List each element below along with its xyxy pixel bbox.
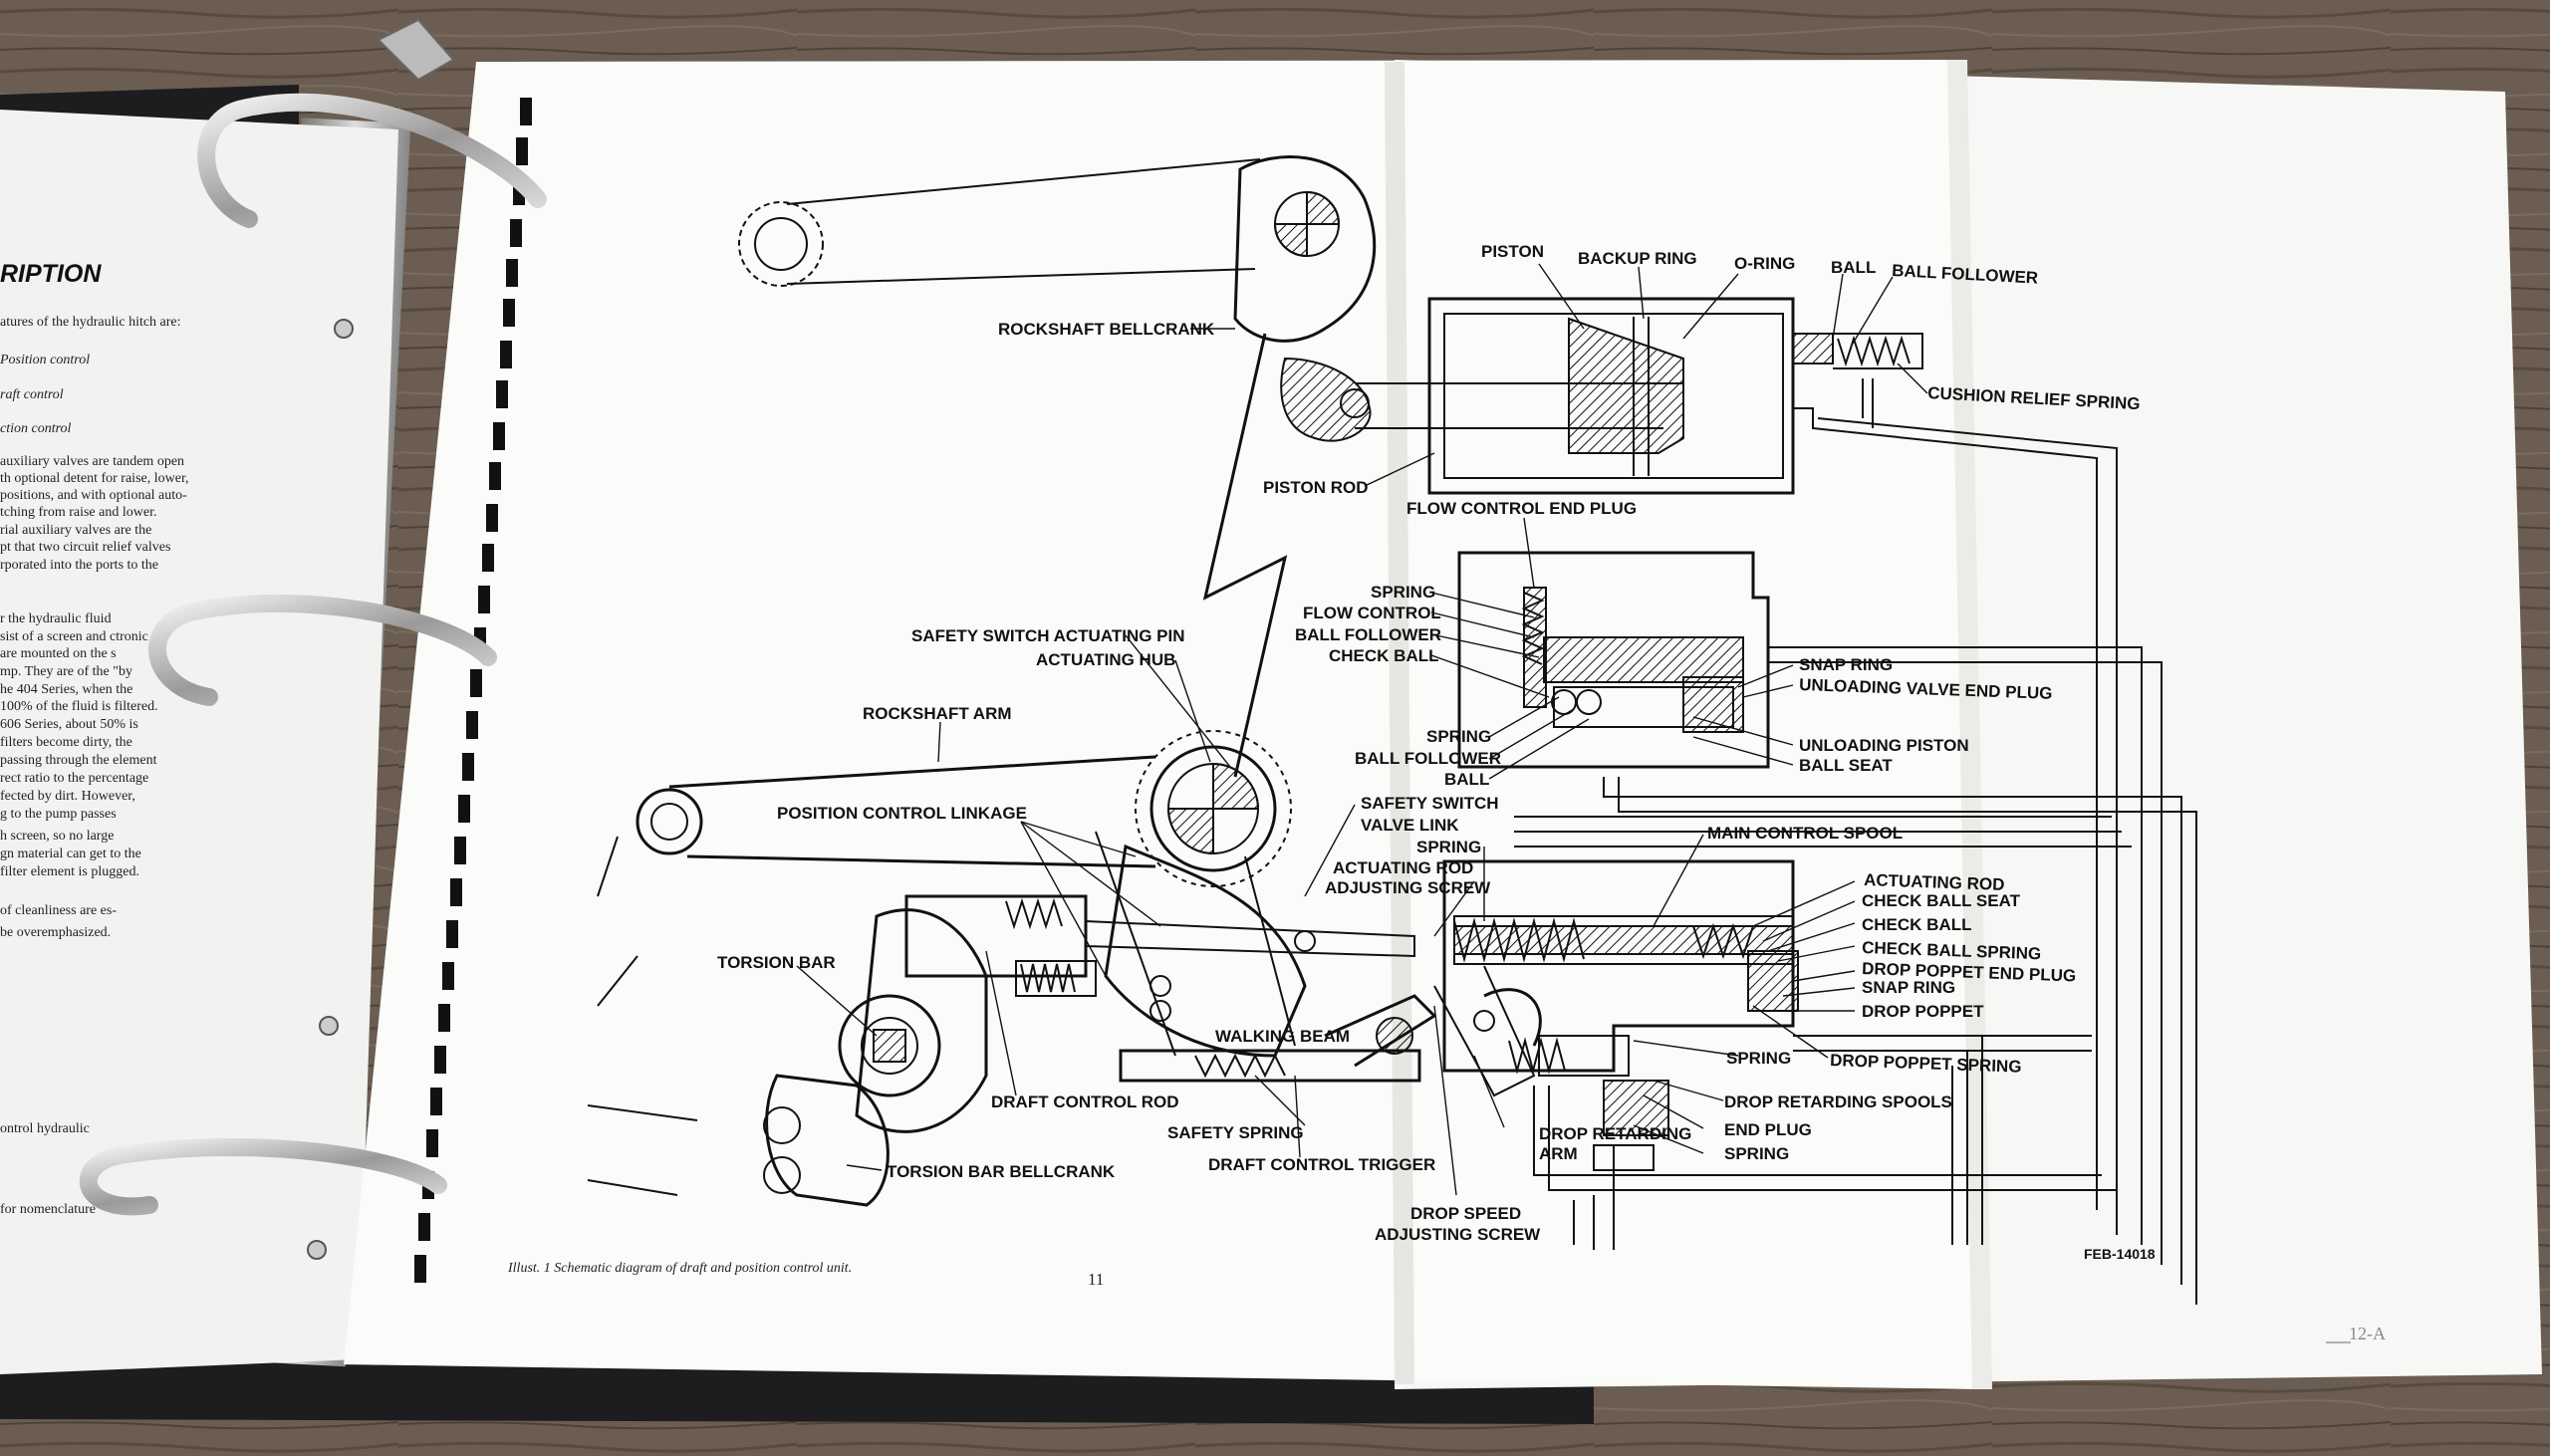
label-snap-ring-2: SNAP RING — [1862, 978, 1955, 997]
left-line: ction control — [0, 421, 72, 436]
label-actuating-rod-adjusting-1: ACTUATING ROD — [1333, 858, 1473, 877]
foldout-fold-shadow — [1947, 60, 1992, 1389]
label-piston-rod: PISTON ROD — [1263, 478, 1368, 497]
left-line: fected by dirt. However, — [0, 789, 135, 804]
figure-caption: Illust. 1 Schematic diagram of draft and… — [507, 1261, 852, 1276]
left-line: th optional detent for raise, lower, — [0, 471, 189, 486]
left-line: raft control — [0, 387, 64, 402]
label-spring-4: SPRING — [1726, 1049, 1791, 1068]
label-backup-ring: BACKUP RING — [1578, 249, 1697, 268]
left-line: 100% of the fluid is filtered. — [0, 699, 158, 714]
label-flow-control: FLOW CONTROL — [1303, 604, 1441, 622]
label-drop-retarding-spools: DROP RETARDING SPOOLS — [1724, 1092, 1952, 1111]
left-line: passing through the element — [0, 753, 157, 768]
left-line: be overemphasized. — [0, 925, 111, 940]
left-line: for nomenclature — [0, 1202, 96, 1217]
left-page — [0, 110, 398, 1374]
left-line: 606 Series, about 50% is — [0, 717, 138, 732]
left-line: Position control — [0, 353, 90, 367]
torsion-bar-assembly — [587, 908, 988, 1207]
schematic-diagram: PISTON BACKUP RING O-RING BALL BALL FOLL… — [507, 155, 2386, 1343]
page-number: 11 — [1088, 1270, 1104, 1289]
hydraulic-lines — [1514, 378, 2197, 1305]
left-line: rial auxiliary valves are the — [0, 523, 151, 538]
label-ball-2: BALL — [1444, 770, 1489, 789]
label-spring-2: SPRING — [1426, 727, 1491, 746]
label-walking-beam: WALKING BEAM — [1215, 1027, 1350, 1046]
left-line: filters become dirty, the — [0, 735, 132, 750]
left-line: atures of the hydraulic hitch are: — [0, 315, 181, 330]
drawing-code: FEB-14018 — [2084, 1246, 2156, 1262]
label-position-control-linkage: POSITION CONTROL LINKAGE — [777, 804, 1027, 823]
label-end-plug: END PLUG — [1724, 1120, 1812, 1139]
left-line: gn material can get to the — [0, 847, 141, 861]
label-check-ball-2: CHECK BALL — [1862, 915, 1972, 934]
foldout-page-number: 12-A — [2349, 1324, 2386, 1343]
label-torsion-bar: TORSION BAR — [717, 953, 836, 972]
left-line: pt that two circuit relief valves — [0, 540, 170, 555]
label-rockshaft-bellcrank: ROCKSHAFT BELLCRANK — [998, 320, 1215, 339]
left-line: he 404 Series, when the — [0, 682, 132, 697]
label-valve-link: VALVE LINK — [1361, 816, 1459, 835]
left-line: mp. They are of the "by — [0, 664, 132, 679]
label-o-ring: O-RING — [1734, 254, 1795, 273]
label-spring-5: SPRING — [1724, 1144, 1789, 1163]
left-line: tching from raise and lower. — [0, 505, 156, 520]
label-spring-3: SPRING — [1416, 838, 1481, 856]
label-piston: PISTON — [1481, 242, 1544, 261]
left-line: positions, and with optional auto- — [0, 488, 187, 503]
label-drop-speed: DROP SPEED — [1410, 1204, 1521, 1223]
label-ball-follower-2: BALL FOLLOWER — [1355, 749, 1501, 768]
left-line: of cleanliness are es- — [0, 903, 117, 918]
leader-lines — [796, 263, 1928, 1196]
label-safety-switch-actuating-pin: SAFETY SWITCH ACTUATING PIN — [911, 626, 1185, 645]
label-ball-seat: BALL SEAT — [1799, 756, 1893, 775]
unloading-valve-block — [1457, 551, 1770, 769]
left-line: filter element is plugged. — [0, 864, 139, 879]
left-line: rporated into the ports to the — [0, 558, 158, 573]
label-arm: ARM — [1539, 1144, 1578, 1163]
label-ball: BALL — [1831, 258, 1876, 277]
label-draft-control-rod: DRAFT CONTROL ROD — [991, 1092, 1179, 1111]
label-main-control-spool: MAIN CONTROL SPOOL — [1707, 824, 1903, 843]
label-check-ball-seat: CHECK BALL SEAT — [1862, 891, 2021, 910]
label-ball-follower-1: BALL FOLLOWER — [1295, 625, 1441, 644]
label-draft-control-trigger: DRAFT CONTROL TRIGGER — [1208, 1155, 1435, 1174]
label-check-ball: CHECK BALL — [1329, 646, 1439, 665]
left-line: g to the pump passes — [0, 807, 117, 822]
left-page-heading: RIPTION — [0, 260, 102, 288]
label-unloading-piston: UNLOADING PISTON — [1799, 736, 1969, 755]
left-line: rect ratio to the percentage — [0, 771, 148, 786]
left-line: r the hydraulic fluid — [0, 611, 112, 626]
binder-rings — [79, 18, 547, 1260]
label-actuating-rod-adjusting-2: ADJUSTING SCREW — [1325, 878, 1491, 897]
left-line: are mounted on the s — [0, 646, 117, 661]
left-line: ontrol hydraulic — [0, 1121, 90, 1136]
cylinder-assembly — [1355, 297, 1923, 495]
label-snap-ring-1: SNAP RING — [1799, 655, 1893, 674]
left-line: sist of a screen and ctronic — [0, 629, 148, 644]
left-line: auxiliary valves are tandem open — [0, 454, 184, 469]
label-spring-1: SPRING — [1371, 583, 1435, 602]
draft-control-linkage — [904, 831, 1542, 1097]
left-page-text: RIPTION atures of the hydraulic hitch ar… — [0, 260, 189, 1217]
break-line — [1202, 333, 1288, 778]
label-drop-poppet: DROP POPPET — [1862, 1002, 1984, 1021]
label-rockshaft-arm: ROCKSHAFT ARM — [863, 704, 1012, 723]
label-actuating-rod: ACTUATING ROD — [1864, 870, 2005, 894]
main-control-valve-block — [1442, 859, 1799, 1171]
label-drop-retarding: DROP RETARDING — [1539, 1124, 1691, 1143]
label-flow-control-end-plug: FLOW CONTROL END PLUG — [1406, 499, 1637, 518]
left-line: h screen, so no large — [0, 829, 114, 844]
label-actuating-hub: ACTUATING HUB — [1036, 650, 1175, 669]
label-torsion-bar-bellcrank: TORSION BAR BELLCRANK — [887, 1162, 1116, 1181]
label-safety-switch: SAFETY SWITCH — [1361, 794, 1499, 813]
rockshaft-bellcrank-assembly — [738, 155, 1377, 442]
label-safety-spring: SAFETY SPRING — [1167, 1123, 1304, 1142]
label-adjusting-screw: ADJUSTING SCREW — [1375, 1225, 1541, 1244]
